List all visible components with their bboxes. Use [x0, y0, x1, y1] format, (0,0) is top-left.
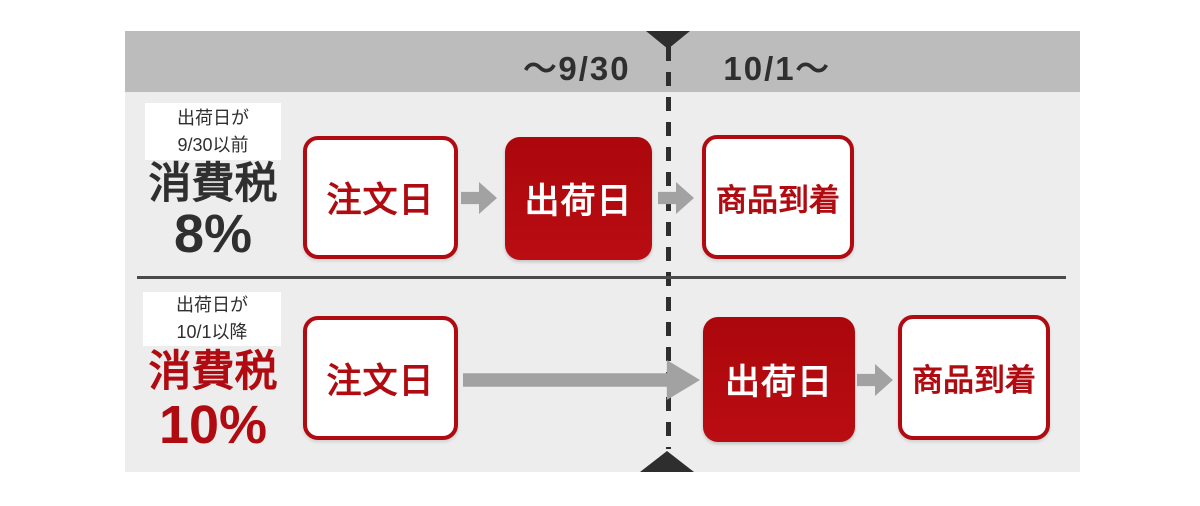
condition-line2: 10/1以降: [176, 322, 248, 342]
condition-line2: 9/30以前: [177, 134, 249, 155]
order-date-box-row2: 注文日: [303, 316, 458, 440]
boundary-bottom-triangle-icon: [640, 451, 694, 472]
tax-change-boundary-line: [666, 47, 671, 449]
ship-date-box-row1: 出荷日: [505, 137, 652, 260]
tax-rate-8: 8%: [173, 204, 253, 264]
condition-line1: 出荷日が: [176, 295, 248, 315]
arrival-box-row1: 商品到着: [702, 135, 854, 259]
boundary-top-triangle-icon: [646, 31, 690, 49]
condition-badge-before: 出荷日が 9/30以前: [145, 103, 281, 160]
period-label-before: ～9/30: [523, 50, 631, 87]
timeline-header-band: [125, 31, 1080, 92]
order-date-box-row1: 注文日: [303, 136, 458, 259]
period-label-after: 10/1～: [723, 50, 831, 87]
arrival-box-row2: 商品到着: [898, 315, 1050, 440]
tax-label-8: 消費税: [148, 160, 278, 208]
condition-line1: 出荷日が: [177, 107, 249, 128]
ship-date-box-row2: 出荷日: [703, 317, 855, 442]
condition-badge-after: 出荷日が 10/1以降: [143, 292, 281, 346]
tax-rate-10: 10%: [158, 395, 268, 455]
tax-label-10: 消費税: [148, 348, 278, 396]
row-divider-line: [137, 276, 1066, 279]
